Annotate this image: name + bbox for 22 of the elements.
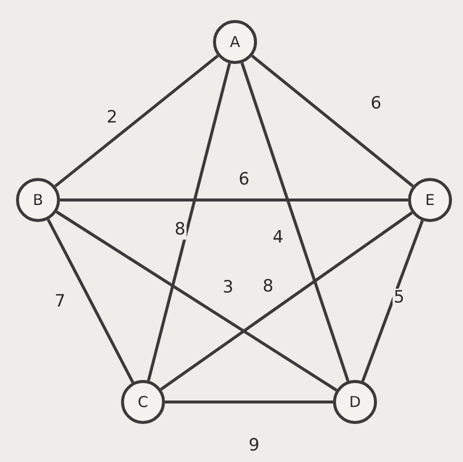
edge-line [56,210,338,392]
edge-line [240,62,350,382]
vertex-label: A [230,33,240,51]
edge-line [160,211,413,391]
edge-line [54,54,219,188]
vertex-label: E [425,191,435,209]
edge-line [46,218,134,384]
edge-label: 8 [174,220,186,240]
edge-line [251,54,414,188]
vertex-label: D [349,393,361,411]
vertex-circle [333,380,377,424]
edge-label: 5 [392,288,406,308]
vertex-circle [121,380,165,424]
vertex-circle [408,178,452,222]
edge-line [60,198,408,202]
vertex-circle [213,20,257,64]
vertex-label: C [138,393,148,411]
edge-line [165,400,333,404]
vertex-label: B [32,191,44,209]
vertex-circle [16,178,60,222]
edge-line [361,220,424,382]
edge-line [147,62,231,382]
